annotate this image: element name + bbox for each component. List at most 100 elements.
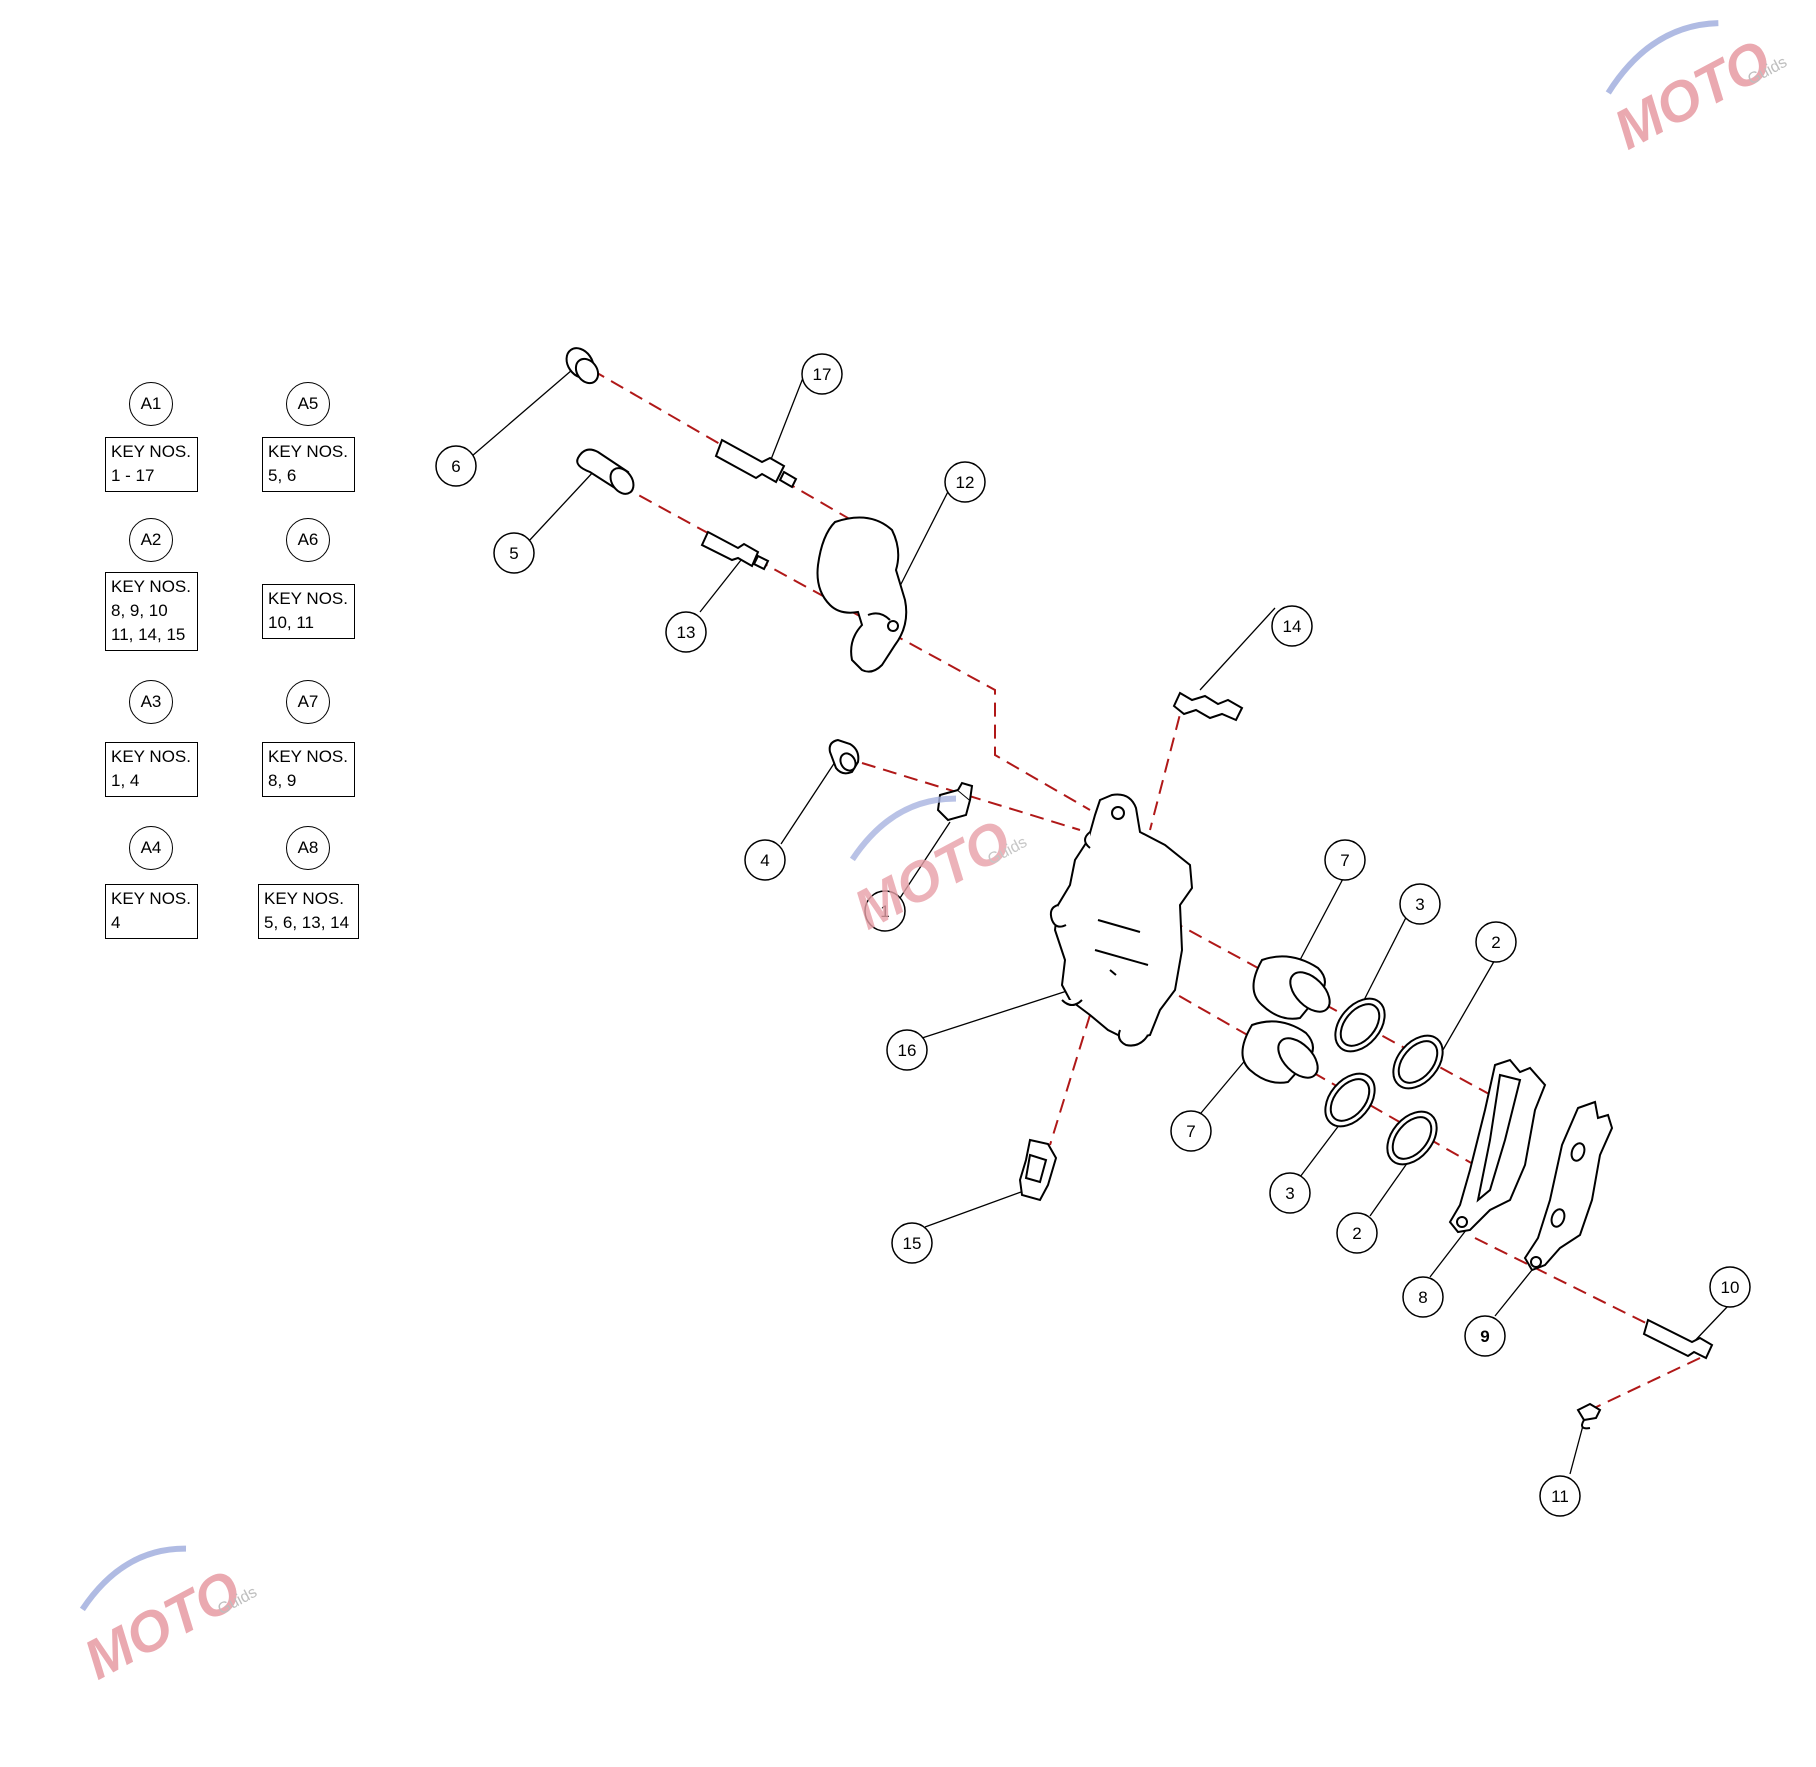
callout-label: 3 — [1415, 895, 1424, 914]
key-box-a1: KEY NOS. 1 - 17 — [105, 437, 198, 492]
pin-plug-part — [828, 738, 860, 775]
dust-cap-part — [565, 347, 600, 385]
callout-8: 8 — [1402, 1276, 1444, 1318]
callout-2-upper: 2 — [1475, 921, 1517, 963]
key-box-a8: KEY NOS. 5, 6, 13, 14 — [258, 884, 359, 939]
bleed-cap-part — [576, 448, 635, 495]
callout-label: 12 — [956, 473, 975, 492]
r-clip-part — [1576, 1402, 1602, 1430]
key-heading: KEY NOS. — [111, 577, 191, 596]
bracket-boot-part — [816, 516, 908, 673]
key-line: 11, 14, 15 — [111, 625, 186, 644]
callout-13: 13 — [665, 611, 707, 653]
brake-pad-inner-part — [1448, 1058, 1547, 1234]
callout-17: 17 — [801, 353, 843, 395]
key-ref-circle-a6: A6 — [286, 518, 330, 562]
axis-pad-retainer — [1049, 1014, 1091, 1146]
axis-pad-spring — [1149, 694, 1186, 831]
piston-seal-upper-part — [1392, 1034, 1444, 1090]
key-ref-circle-a8: A8 — [286, 826, 330, 870]
svg-text:MOTO: MOTO — [844, 807, 1021, 941]
caliper-body-part — [1049, 793, 1194, 1047]
callout-label: 8 — [1418, 1288, 1427, 1307]
watermark-logo-bottom-left: MOTO Guids — [74, 1545, 260, 1691]
callout-label: 1 — [880, 902, 889, 921]
key-heading: KEY NOS. — [264, 889, 344, 908]
callout-label: 17 — [813, 365, 832, 384]
watermark-logo-center: MOTO Guids — [844, 795, 1030, 941]
key-ref-circle-a5: A5 — [286, 382, 330, 426]
parts — [565, 347, 1714, 1430]
bleed-screw-part — [714, 438, 798, 489]
key-line: 1 - 17 — [111, 466, 155, 485]
pad-spring-part — [1172, 691, 1244, 722]
piston-seal-lower-part — [1386, 1110, 1438, 1166]
callout-11: 11 — [1539, 1475, 1581, 1517]
callout-10: 10 — [1709, 1266, 1751, 1308]
key-box-a4: KEY NOS. 4 — [105, 884, 198, 939]
callout-3-lower: 3 — [1269, 1172, 1311, 1214]
callout-3-upper: 3 — [1399, 883, 1441, 925]
key-ref-circle-a4: A4 — [129, 826, 173, 870]
key-line: 8, 9 — [268, 771, 297, 790]
key-heading: KEY NOS. — [111, 747, 191, 766]
key-box-a6: KEY NOS. 10, 11 — [262, 584, 355, 639]
callout-label: 15 — [903, 1234, 922, 1253]
dust-seal-lower-part — [1324, 1072, 1376, 1128]
key-box-a3: KEY NOS. 1, 4 — [105, 742, 198, 797]
callout-label: 2 — [1352, 1224, 1361, 1243]
callouts: 1 2 2 3 3 4 5 6 7 7 8 9 10 11 12 13 14 1… — [435, 353, 1751, 1517]
key-line: 5, 6, 13, 14 — [264, 913, 350, 932]
brake-pad-outer-part — [1523, 1100, 1614, 1272]
key-line: 8, 9, 10 — [111, 601, 168, 620]
key-ref-circle-a3: A3 — [129, 680, 173, 724]
callout-14: 14 — [1271, 605, 1313, 647]
key-box-a7: KEY NOS. 8, 9 — [262, 742, 355, 797]
callout-label: 6 — [451, 457, 460, 476]
callout-label: 11 — [1551, 1487, 1569, 1506]
callout-label: 2 — [1491, 933, 1500, 952]
key-heading: KEY NOS. — [268, 747, 348, 766]
key-heading: KEY NOS. — [111, 442, 191, 461]
callout-label: 3 — [1285, 1184, 1294, 1203]
leader-lines — [471, 359, 1729, 1475]
piston-lower-part — [1241, 1020, 1319, 1084]
pad-retainer-part — [1018, 1138, 1058, 1202]
callout-5: 5 — [493, 532, 535, 574]
callout-1: 1 — [864, 890, 906, 932]
key-box-a5: KEY NOS. 5, 6 — [262, 437, 355, 492]
callout-label: 5 — [509, 544, 518, 563]
key-line: 5, 6 — [268, 466, 297, 485]
callout-2-lower: 2 — [1336, 1212, 1378, 1254]
callout-label: 16 — [898, 1041, 917, 1060]
callout-12: 12 — [944, 461, 986, 503]
key-heading: KEY NOS. — [268, 589, 348, 608]
piston-upper-part — [1252, 955, 1331, 1020]
callout-6: 6 — [435, 445, 477, 487]
callout-7-upper: 7 — [1324, 839, 1366, 881]
key-box-a2: KEY NOS. 8, 9, 10 11, 14, 15 — [105, 572, 198, 651]
callout-7-lower: 7 — [1170, 1110, 1212, 1152]
callout-label: 7 — [1186, 1122, 1195, 1141]
key-line: 4 — [111, 913, 121, 932]
axis-piston-upper — [1169, 919, 1501, 1101]
axis-r-clip — [1589, 1357, 1701, 1411]
callout-15: 15 — [891, 1222, 933, 1264]
callout-9: 9 — [1464, 1315, 1506, 1357]
pad-pin-part — [1642, 1318, 1714, 1360]
callout-label: 4 — [760, 851, 769, 870]
callout-16: 16 — [886, 1029, 928, 1071]
callout-label: 10 — [1721, 1278, 1740, 1297]
callout-label: 14 — [1283, 617, 1302, 636]
key-line: 10, 11 — [268, 613, 315, 632]
svg-text:MOTO: MOTO — [74, 1557, 251, 1691]
callout-label: 9 — [1480, 1327, 1489, 1346]
key-heading: KEY NOS. — [268, 442, 348, 461]
key-line: 1, 4 — [111, 771, 140, 790]
callout-label: 13 — [677, 623, 696, 642]
key-ref-circle-a2: A2 — [129, 518, 173, 562]
key-ref-circle-a1: A1 — [129, 382, 173, 426]
guide-pin-part — [700, 530, 770, 571]
callout-label: 7 — [1340, 851, 1349, 870]
